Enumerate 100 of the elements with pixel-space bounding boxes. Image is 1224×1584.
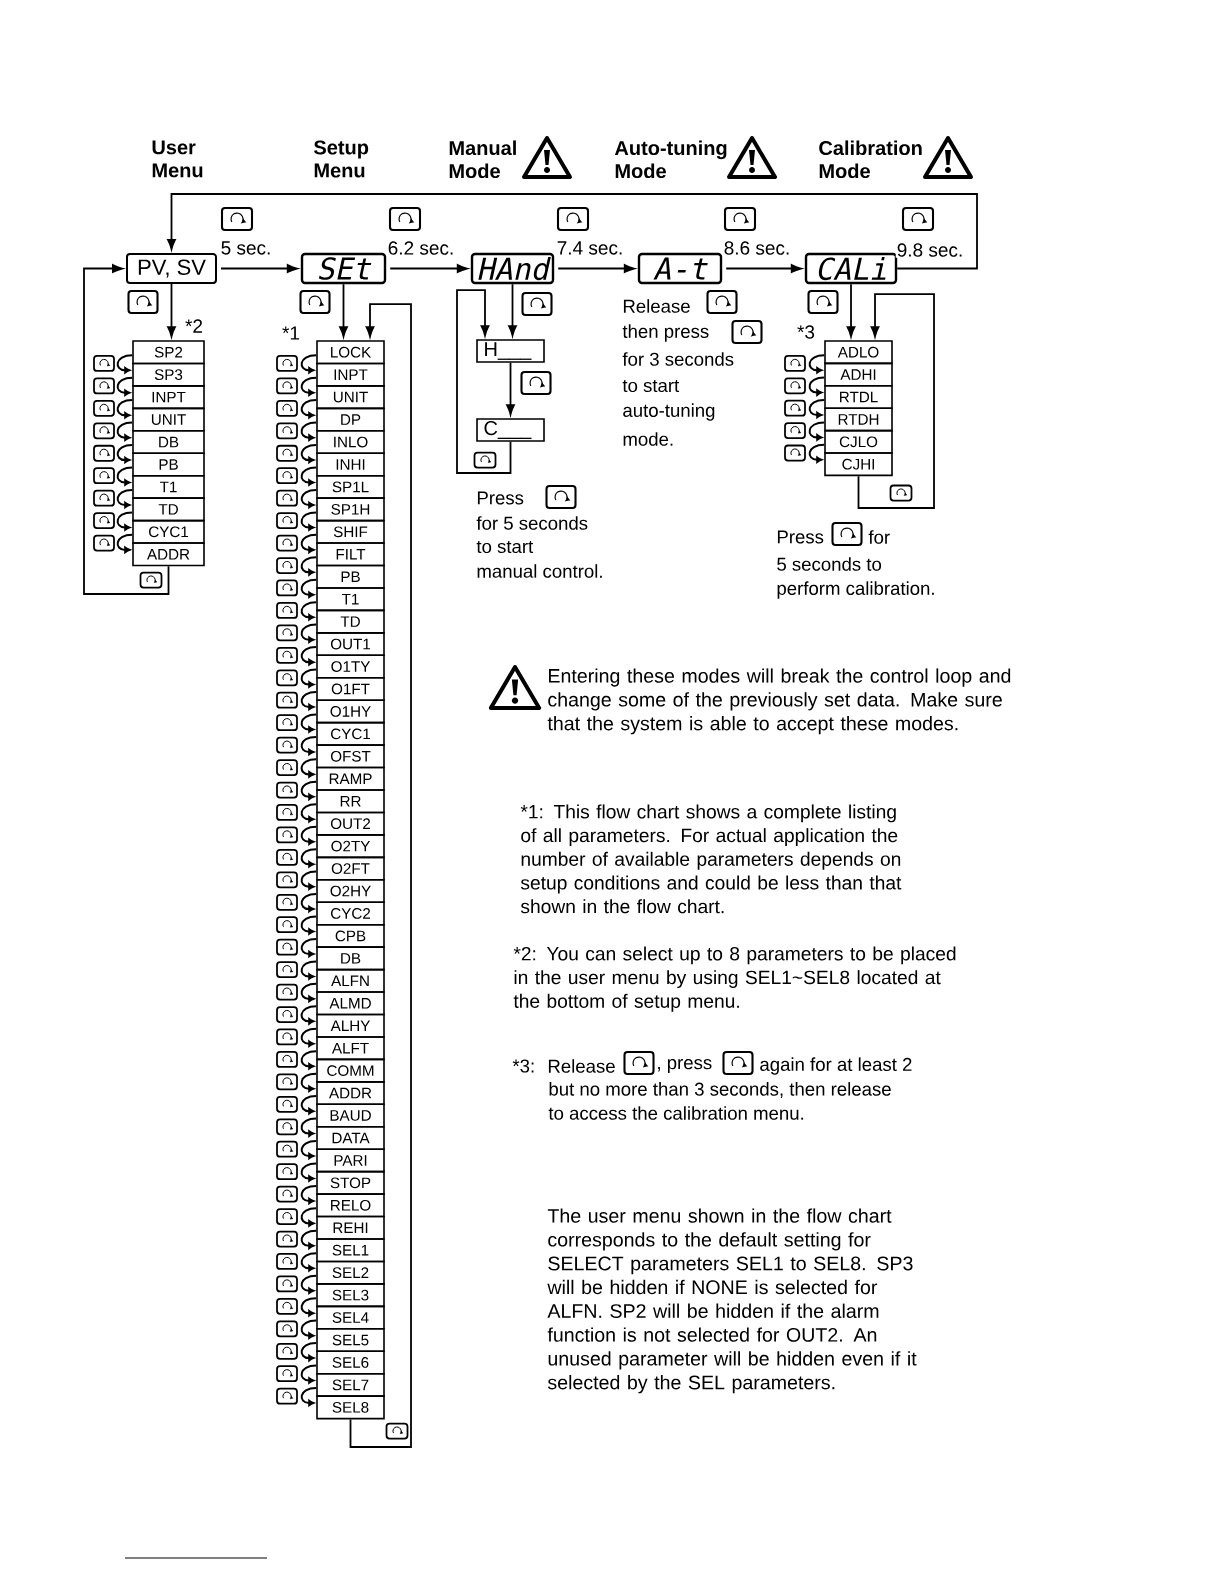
parameter-cell: O2HY xyxy=(316,879,385,904)
arrow xyxy=(167,283,176,338)
footnote-mark: *2 xyxy=(185,319,203,333)
arrow xyxy=(116,354,134,374)
arrow xyxy=(300,488,318,509)
parameter-cell: INPT xyxy=(316,362,385,387)
parameter-cell: SHIF xyxy=(316,519,385,544)
arrow xyxy=(300,1342,318,1362)
arrow xyxy=(300,1297,318,1317)
parameter-cell: O1FT xyxy=(316,676,385,701)
instruction-text: again for at least 2 xyxy=(760,1057,912,1075)
edge-label: 7.4 sec. xyxy=(555,240,625,256)
parameter-cell: SP1L xyxy=(316,474,385,499)
parameter-cell: PB xyxy=(132,452,205,477)
arrow xyxy=(116,399,134,419)
parameter-cell: STOP xyxy=(316,1170,385,1195)
arrow xyxy=(116,533,134,554)
arrow xyxy=(506,361,515,416)
instruction-text: for 5 seconds xyxy=(476,516,588,530)
parameter-cell: ADLO xyxy=(824,340,893,365)
edge-label: 6.2 sec. xyxy=(386,240,456,256)
note-text: The user menu shown in the flow chart corresponds to the default setting for SELECT parameters SEL1 to SEL8. SP3 will be hidden if NONE is selected for ALFN. SP2 will be hidden if the alarm function is not selected for OUT2. An unused parameter will be hidden even if it selected by the SEL parameters. xyxy=(547,1208,917,1394)
parameter-cell: SEL1 xyxy=(316,1238,385,1263)
parameter-cell: SP3 xyxy=(132,362,205,387)
instruction-text: 5 seconds to xyxy=(777,557,882,571)
parameter-cell: DP xyxy=(316,407,385,432)
arrow xyxy=(300,354,318,374)
arrow xyxy=(300,758,318,778)
parameter-cell: INPT xyxy=(132,385,205,410)
instruction-text: then press xyxy=(622,324,709,342)
arrow xyxy=(300,646,318,666)
parameter-cell: PB xyxy=(316,564,385,589)
edge-label: 8.6 sec. xyxy=(722,240,792,256)
instruction-text: to access the calibration menu. xyxy=(548,1106,804,1120)
arrow xyxy=(300,399,318,419)
menu-heading: Setup Menu xyxy=(313,140,369,178)
arrow xyxy=(300,803,318,823)
parameter-cell: SEL2 xyxy=(316,1260,385,1285)
arrow xyxy=(300,713,318,733)
warning-note: Entering these modes will break the control loop and change some of the previously set data. Make sure that the system is able to accept these modes. xyxy=(547,668,1011,735)
arrow xyxy=(300,960,318,980)
parameter-cell: SP2 xyxy=(132,340,205,365)
parameter-cell: DB xyxy=(316,946,385,971)
arrow xyxy=(300,601,318,621)
arrow xyxy=(116,376,134,397)
parameter-cell: PARI xyxy=(316,1148,385,1173)
menu-heading: Manual Mode xyxy=(449,140,516,179)
arrow xyxy=(116,488,134,509)
instruction-text: Press xyxy=(777,530,824,544)
parameter-cell: O2TY xyxy=(316,834,385,859)
parameter-cell: RELO xyxy=(316,1193,385,1218)
instruction-text: for xyxy=(868,530,890,544)
parameter-cell: REHI xyxy=(316,1215,385,1240)
arrow xyxy=(300,1274,318,1295)
instruction-text: perform calibration. xyxy=(777,581,934,599)
parameter-cell: INHI xyxy=(316,452,385,477)
menu-heading: User Menu xyxy=(152,140,203,178)
instruction-text: but no more than 3 seconds, then release xyxy=(549,1082,891,1098)
arrow xyxy=(300,1162,318,1182)
arrow xyxy=(116,466,134,486)
arrow xyxy=(300,893,318,913)
parameter-cell: TD xyxy=(316,609,385,634)
parameter-cell: UNIT xyxy=(316,385,385,410)
parameter-cell: RAMP xyxy=(316,766,385,791)
parameter-cell: ADDR xyxy=(316,1081,385,1106)
arrow xyxy=(300,466,318,486)
parameter-cell: OUT2 xyxy=(316,811,385,836)
parameter-cell: ALFT xyxy=(316,1036,385,1061)
display-box: CALi xyxy=(804,252,898,285)
arrow xyxy=(300,915,318,935)
footnote-text: *1: This flow chart shows a complete listing of all parameters. For actual application the number of available parameters depends on setup conditions and could be less than that shown in the flow chart. xyxy=(520,804,902,914)
parameter-cell: CYC1 xyxy=(132,519,205,544)
display-box: HAnd xyxy=(470,252,555,285)
parameter-cell: DB xyxy=(132,430,205,455)
parameter-cell: ALMD xyxy=(316,991,385,1016)
edge-label: 5 sec. xyxy=(219,240,273,256)
instruction-text: Release xyxy=(548,1059,615,1073)
arrow xyxy=(300,1386,318,1407)
parameter-cell: T1 xyxy=(132,474,205,499)
parameter-cell: LOCK xyxy=(316,340,385,365)
instruction-text: manual control. xyxy=(477,564,602,578)
arrow xyxy=(116,444,134,464)
parameter-display: H___ xyxy=(476,339,545,363)
arrow xyxy=(300,556,318,576)
parameter-cell: O2FT xyxy=(316,856,385,881)
parameter-display: C___ xyxy=(476,418,545,442)
parameter-cell: INLO xyxy=(316,430,385,455)
parameter-cell: TD xyxy=(132,497,205,522)
parameter-cell: T1 xyxy=(316,587,385,612)
instruction-text: for 3 seconds xyxy=(622,352,734,366)
parameter-cell: SEL3 xyxy=(316,1283,385,1308)
parameter-cell: ADDR xyxy=(132,542,205,567)
parameter-cell: RTDH xyxy=(824,407,893,432)
arrow xyxy=(300,623,318,644)
parameter-cell: CYC1 xyxy=(316,721,385,746)
arrow xyxy=(300,982,318,1003)
arrow xyxy=(300,1027,318,1048)
arrow xyxy=(508,283,517,337)
parameter-cell: FILT xyxy=(316,542,385,567)
display-box: PV, SV xyxy=(126,253,217,284)
